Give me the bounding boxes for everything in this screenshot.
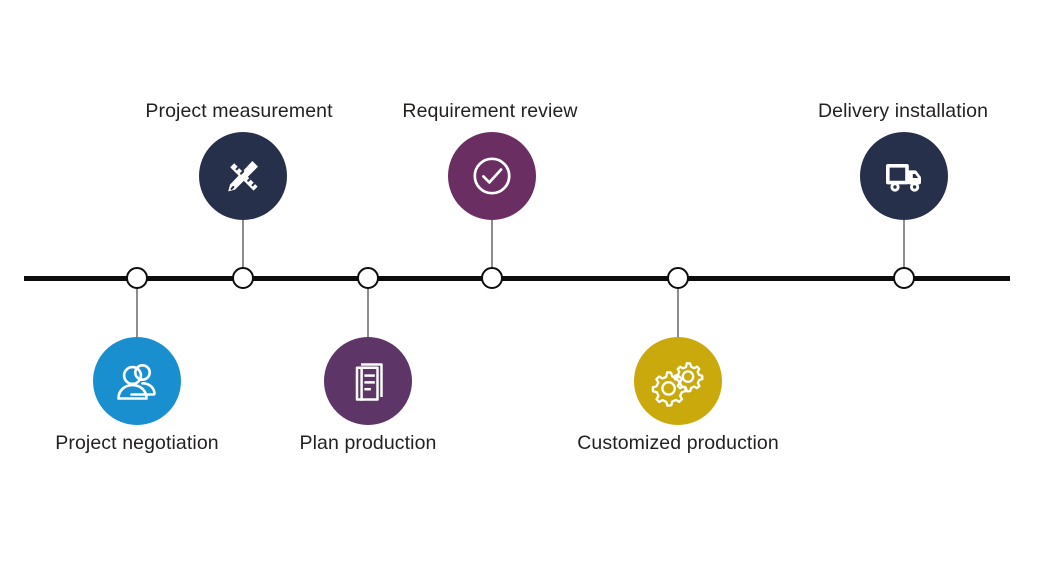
icon-bubble-step-4[interactable] <box>448 132 536 220</box>
axis-node-step-5[interactable] <box>667 267 689 289</box>
icon-bubble-step-2[interactable] <box>199 132 287 220</box>
documents-icon <box>343 356 393 406</box>
connector-step-3 <box>367 281 369 339</box>
connector-step-2 <box>242 218 244 275</box>
axis-node-step-3[interactable] <box>357 267 379 289</box>
stage-label-step-2: Project measurement <box>145 100 333 122</box>
axis-node-step-2[interactable] <box>232 267 254 289</box>
stage-label-step-5: Customized production <box>577 432 779 454</box>
axis-node-step-1[interactable] <box>126 267 148 289</box>
icon-bubble-step-5[interactable] <box>634 337 722 425</box>
stage-label-step-3: Plan production <box>299 432 437 454</box>
stage-label-step-1: Project negotiation <box>55 432 219 454</box>
gears-icon <box>651 354 705 408</box>
icon-bubble-step-3[interactable] <box>324 337 412 425</box>
connector-step-5 <box>677 281 679 339</box>
axis-node-step-6[interactable] <box>893 267 915 289</box>
pencil-ruler-icon <box>217 150 269 202</box>
delivery-truck-icon <box>878 150 930 202</box>
icon-bubble-step-1[interactable] <box>93 337 181 425</box>
connector-step-4 <box>491 218 493 275</box>
connector-step-1 <box>136 281 138 339</box>
connector-step-6 <box>903 218 905 275</box>
check-circle-icon <box>466 150 518 202</box>
stage-label-step-6: Delivery installation <box>817 100 989 122</box>
axis-node-step-4[interactable] <box>481 267 503 289</box>
icon-bubble-step-6[interactable] <box>860 132 948 220</box>
timeline-axis <box>24 276 1010 281</box>
people-group-icon <box>111 355 163 407</box>
stage-label-step-4: Requirement review <box>402 100 578 122</box>
